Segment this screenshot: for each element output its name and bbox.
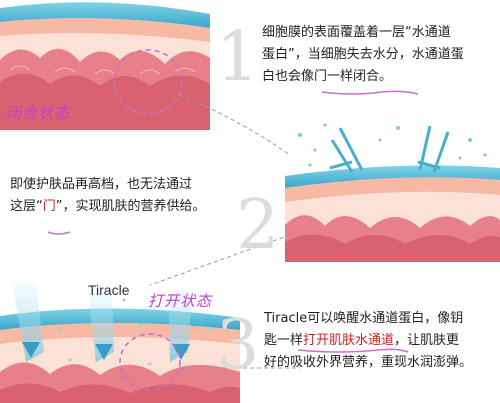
open-state-label: 打开状态 <box>148 292 213 310</box>
closed-highlight-circle <box>113 49 183 115</box>
step3-line1: Tiracle可以唤醒水通道蛋白，像钥 <box>264 311 464 326</box>
underline-closed <box>321 90 419 95</box>
underline-open <box>297 348 409 353</box>
closed-state-label: 闭合状态 <box>6 104 71 122</box>
connector-line-2 <box>149 234 291 286</box>
step1-line3: 白也会像门一样闭合。 <box>262 69 393 84</box>
step3-line2-post: ，让肌肤更 <box>394 333 460 348</box>
step2-text: 即使护肤品再高档，也无法通过 这层“门”，实现肌肤的营养供给。 <box>10 174 206 218</box>
step-number-3: 3 <box>216 306 260 385</box>
step3-line2-highlight: 打开肌肤水通道 <box>303 333 395 348</box>
step-number-2: 2 <box>236 186 280 265</box>
step3-line2: 匙一样打开肌肤水通道，让肌肤更 <box>264 330 472 352</box>
product-label: Tiracle <box>88 282 130 298</box>
step3-text: Tiracle可以唤醒水通道蛋白，像钥 匙一样打开肌肤水通道，让肌肤更 好的吸收… <box>264 308 472 374</box>
step1-text: 细胞膜的表面覆盖着一层“水通道 蛋白”，当细胞失去水分，水通道蛋 白也会像门一样… <box>262 22 464 88</box>
step2-line2-post: ”，实现肌肤的营养供给。 <box>55 199 206 214</box>
step3-line2-pre: 匙一样 <box>264 333 304 348</box>
step-number-1: 1 <box>216 18 260 97</box>
open-highlight-circle <box>119 333 181 391</box>
skin-panel-closed <box>0 2 210 131</box>
step2-line2-highlight: 门 <box>42 199 56 214</box>
step3-line3: 好的吸收外界营养，重现水润澎弹。 <box>264 355 473 370</box>
step2-line1: 即使护肤品再高档，也无法通过 <box>10 177 193 192</box>
underline-men <box>47 231 71 235</box>
connector-line-1 <box>179 94 291 156</box>
step2-line2: 这层“门”，实现肌肤的营养供给。 <box>10 196 206 218</box>
step1-line2: 蛋白”，当细胞失去水分，水通道蛋 <box>262 47 464 62</box>
step1-line1: 细胞膜的表面覆盖着一层“水通道 <box>262 25 451 40</box>
skin-panel-blocked <box>285 123 500 262</box>
step2-line2-pre: 这层“ <box>10 199 43 214</box>
